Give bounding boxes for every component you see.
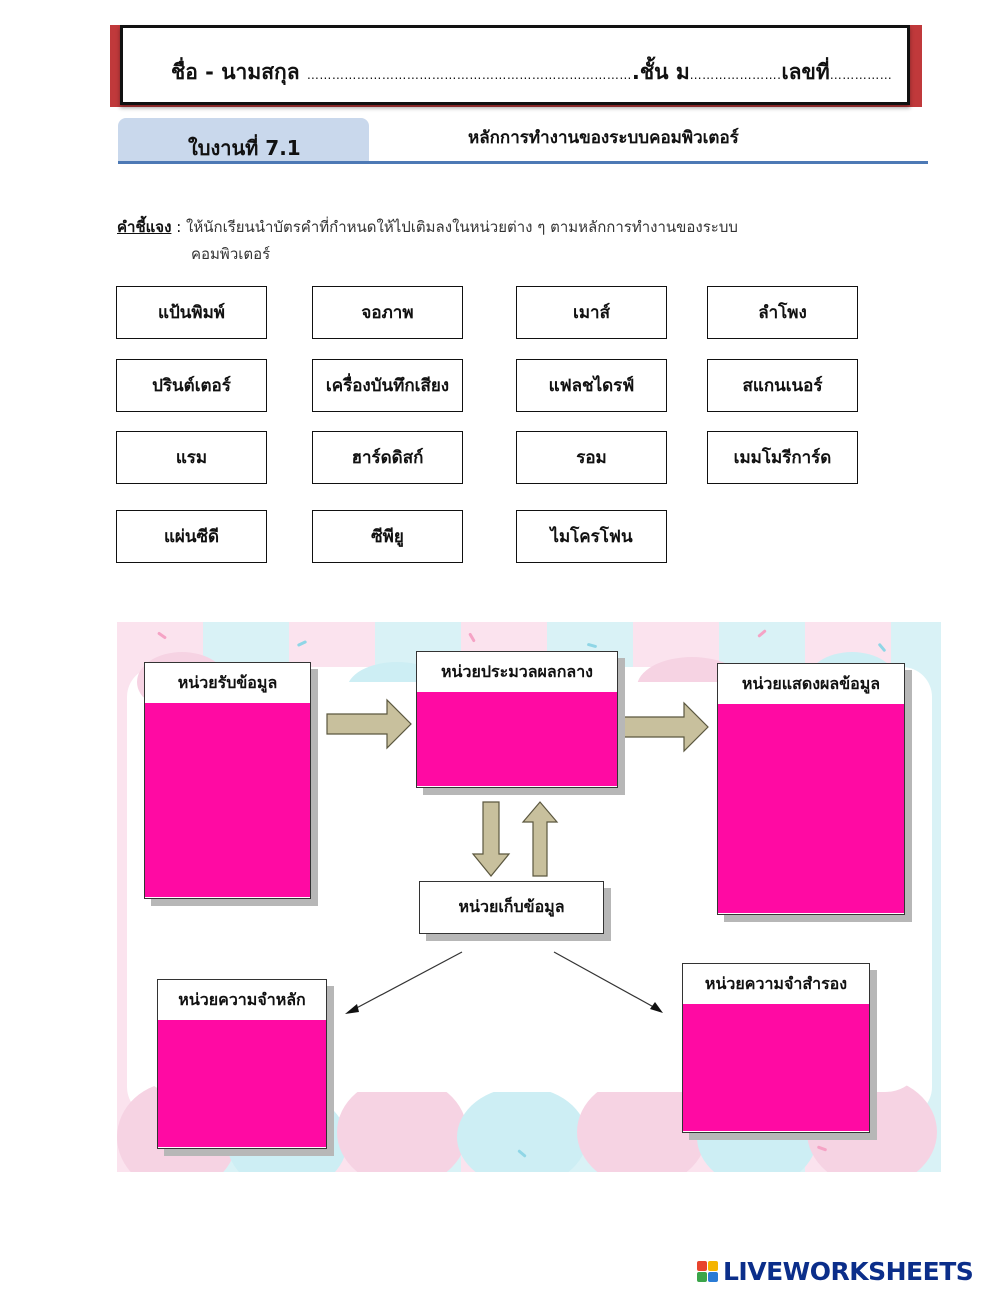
worksheet-title: หลักการทำงานของระบบคอมพิวเตอร์	[468, 128, 739, 148]
word-card-keyboard[interactable]: แป้นพิมพ์	[116, 286, 267, 339]
word-card-speaker[interactable]: ลำโพง	[707, 286, 858, 339]
class-label: .ชั้น ม	[631, 60, 690, 84]
primary-memory-title: หน่วยความจำหลัก	[158, 980, 326, 1020]
cpu-unit: หน่วยประมวลผลกลาง	[416, 651, 618, 788]
word-card-scanner[interactable]: สแกนเนอร์	[707, 359, 858, 412]
name-line: ชื่อ - นามสกุล ……………………………………………………………………	[171, 56, 892, 89]
arrowhead-primary	[345, 1004, 359, 1014]
worksheet-tab: ใบงานที่ 7.1	[118, 118, 369, 163]
storage-unit: หน่วยเก็บข้อมูล	[419, 881, 604, 934]
arrowhead-secondary	[650, 1002, 663, 1013]
title-divider	[118, 161, 928, 164]
cloud-decoration	[337, 1077, 467, 1172]
name-label: ชื่อ - นามสกุล	[171, 60, 300, 84]
logo-icon	[697, 1260, 718, 1282]
arrow-cpu-to-output	[623, 701, 709, 753]
input-unit-title: หน่วยรับข้อมูล	[145, 663, 310, 703]
number-label: เลขที่	[781, 60, 830, 84]
input-unit-dropzone[interactable]	[145, 703, 310, 897]
word-card-cpu[interactable]: ซีพียู	[312, 510, 463, 563]
arrow-storage-to-cpu	[521, 801, 559, 877]
cpu-unit-dropzone[interactable]	[417, 692, 617, 786]
word-card-flash-drive[interactable]: แฟลชไดรฟ์	[516, 359, 667, 412]
instructions-continuation: คอมพิวเตอร์	[191, 245, 271, 263]
instructions-separator: :	[171, 218, 187, 236]
class-dots: ………………….	[689, 68, 782, 82]
output-unit-title: หน่วยแสดงผลข้อมูล	[718, 664, 904, 704]
instructions: คำชี้แจง : ให้นักเรียนนำบัตรคำที่กำหนดให…	[117, 213, 817, 242]
line-storage-to-secondary	[553, 951, 660, 1011]
worksheet-number: ใบงานที่ 7.1	[188, 136, 301, 160]
cloud-decoration	[457, 1087, 587, 1172]
instructions-text: ให้นักเรียนนำบัตรคำที่กำหนดให้ไปเติมลงใน…	[186, 218, 738, 236]
word-card-ram[interactable]: แรม	[116, 431, 267, 484]
word-card-printer[interactable]: ปรินต์เตอร์	[116, 359, 267, 412]
name-dots: ……………………………………………………………………	[306, 68, 632, 82]
primary-memory-unit: หน่วยความจำหลัก	[157, 979, 327, 1149]
cpu-unit-title: หน่วยประมวลผลกลาง	[417, 652, 617, 692]
word-card-rom[interactable]: รอม	[516, 431, 667, 484]
word-card-microphone[interactable]: ไมโครโฟน	[516, 510, 667, 563]
secondary-memory-unit: หน่วยความจำสำรอง	[682, 963, 870, 1133]
word-card-voice-recorder[interactable]: เครื่องบันทึกเสียง	[312, 359, 463, 412]
computer-system-diagram: หน่วยรับข้อมูล หน่วยประมวลผลกลาง หน่วยแส…	[117, 622, 941, 1172]
secondary-memory-dropzone[interactable]	[683, 1004, 869, 1131]
word-card-monitor[interactable]: จอภาพ	[312, 286, 463, 339]
arrow-cpu-to-storage	[471, 801, 511, 877]
secondary-memory-title: หน่วยความจำสำรอง	[683, 964, 869, 1004]
liveworksheets-logo[interactable]: LIVEWORKSHEETS	[697, 1256, 974, 1286]
word-card-cd[interactable]: แผ่นซีดี	[116, 510, 267, 563]
name-header-frame: ชื่อ - นามสกุล ……………………………………………………………………	[110, 25, 922, 107]
word-card-hard-disk[interactable]: ฮาร์ดดิสก์	[312, 431, 463, 484]
arrow-input-to-cpu	[326, 698, 412, 750]
word-card-memory-card[interactable]: เมมโมรีการ์ด	[707, 431, 858, 484]
word-card-mouse[interactable]: เมาส์	[516, 286, 667, 339]
output-unit: หน่วยแสดงผลข้อมูล	[717, 663, 905, 915]
primary-memory-dropzone[interactable]	[158, 1020, 326, 1147]
line-storage-to-primary	[348, 951, 463, 1013]
input-unit: หน่วยรับข้อมูล	[144, 662, 311, 899]
output-unit-dropzone[interactable]	[718, 704, 904, 913]
logo-text: LIVEWORKSHEETS	[723, 1256, 974, 1286]
name-header-box: ชื่อ - นามสกุล ……………………………………………………………………	[120, 25, 910, 105]
number-dots: ……………	[829, 68, 893, 82]
instructions-label: คำชี้แจง	[117, 218, 172, 236]
diagram-arrows	[326, 698, 709, 1014]
